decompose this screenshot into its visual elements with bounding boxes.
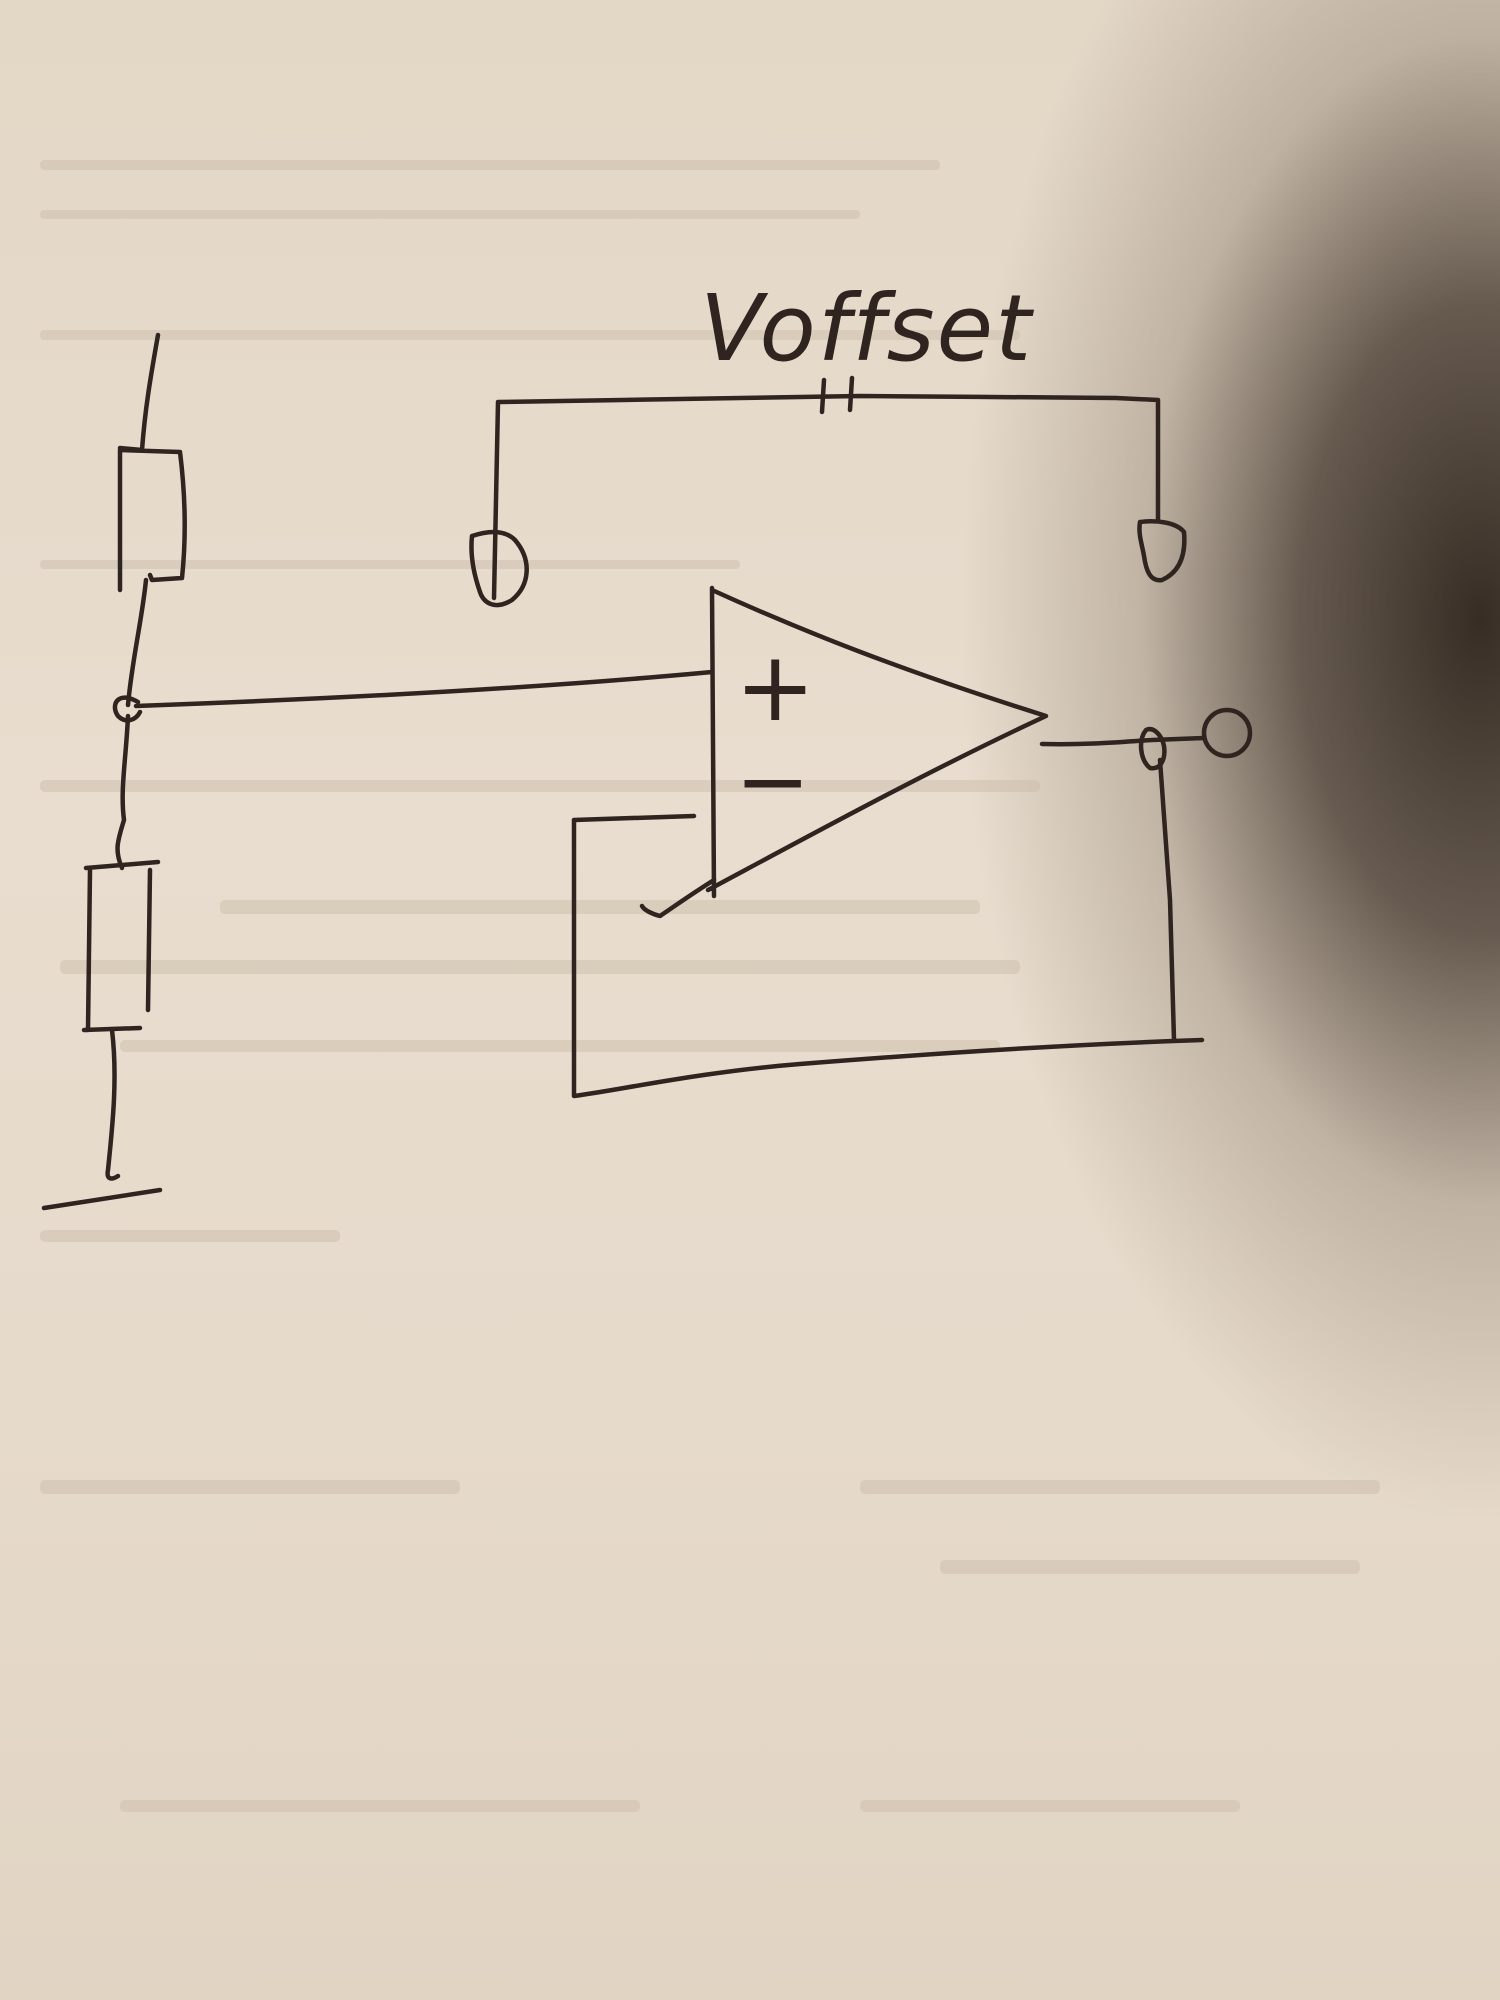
offset-terminal-right (1137, 519, 1187, 583)
wire-node-to-noninverting-input (133, 669, 715, 709)
op-amp-triangle (705, 585, 1049, 899)
output-wire (1039, 735, 1207, 747)
feedback-loop-wire (571, 757, 1205, 1099)
plus-sign: + (735, 631, 815, 743)
output-terminal (1201, 707, 1253, 759)
lower-resistor (81, 859, 161, 1033)
ground-symbol (41, 1187, 163, 1211)
wire-upper-resistor-to-node (125, 577, 149, 708)
offset-bracket-wire (491, 393, 1161, 601)
upper-resistor (117, 445, 188, 593)
minus-sign: − (735, 729, 810, 834)
offset-tick-right (847, 375, 855, 413)
op-amp-bottom-pin (639, 877, 717, 919)
voffset-label: Voffset (700, 275, 1034, 382)
wire-node-to-lower-resistor (115, 713, 131, 871)
offset-terminal-left (469, 529, 529, 608)
input-node (112, 695, 143, 723)
top-supply-wire (139, 332, 161, 453)
wire-lower-resistor-to-ground (105, 1027, 121, 1181)
offset-tick-left (819, 377, 827, 415)
